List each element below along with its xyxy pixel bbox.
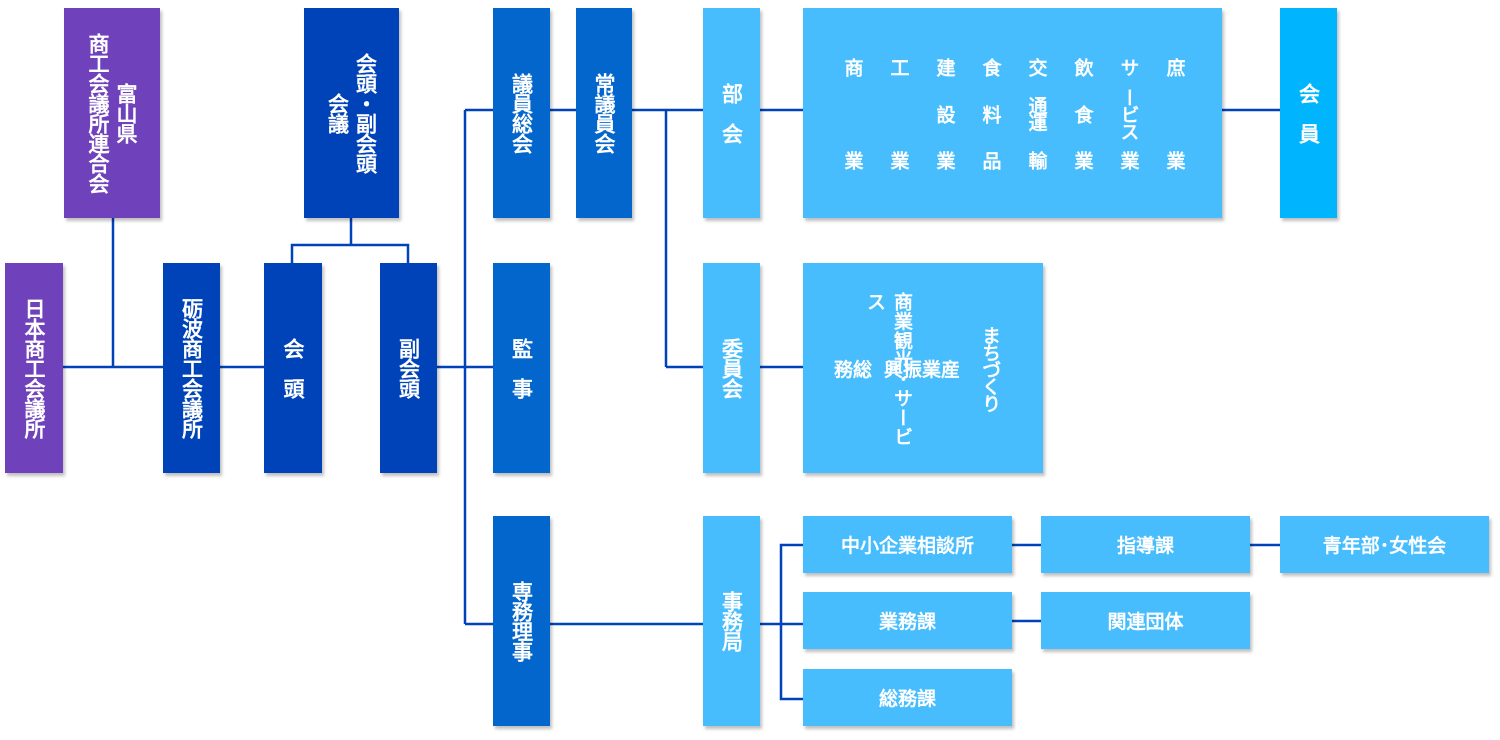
- bukai-item: 商業: [841, 58, 863, 168]
- node-gyomu-label: 業務課: [878, 611, 936, 633]
- bukai-item: サービス業: [1117, 58, 1139, 168]
- bukai-item-part: 業: [1163, 151, 1186, 168]
- bukai-item-part: サ: [1117, 58, 1140, 75]
- bukai-item: 交通運輸: [1025, 58, 1047, 168]
- node-iinkai-label: 委員会: [719, 338, 744, 398]
- node-shido-label: 指導課: [1116, 535, 1174, 557]
- bukai-item: 庶業: [1163, 58, 1185, 168]
- iinkai-item: 総務: [834, 292, 872, 444]
- node-kaito-label: 会 頭: [281, 338, 306, 398]
- bukai-item-part: 業: [841, 151, 864, 168]
- bukai-item-part: 輸: [1025, 151, 1048, 168]
- node-somu: 総務課: [803, 669, 1012, 726]
- node-shido: 指導課: [1041, 516, 1250, 573]
- node-fukukaito-label: 副会頭: [396, 338, 421, 398]
- bukai-item-part: 料: [979, 104, 1002, 122]
- node-bukai: 部 会: [703, 8, 760, 218]
- iinkai-item-char: 業: [921, 358, 941, 381]
- node-kaiin: 会 員: [1280, 8, 1337, 218]
- node-jimukyoku-label: 事務局: [719, 591, 744, 651]
- bukai-item-part: 食: [979, 58, 1002, 75]
- node-senmu-label: 専務理事: [509, 581, 534, 661]
- node-giin-sokai: 議員総会: [493, 8, 550, 218]
- node-chusho-label: 中小企業相談所: [840, 535, 974, 557]
- node-nissho-label: 日本商工会議所: [22, 298, 47, 438]
- bukai-item-part: 飲: [1071, 58, 1094, 75]
- node-iinkai: 委員会: [703, 263, 760, 473]
- node-joggi: 常議員会: [576, 8, 632, 218]
- node-kaito-kaigi: 会頭・副会頭 会議: [304, 8, 399, 218]
- node-seinen: 青年部･女性会: [1280, 516, 1489, 573]
- node-nissho: 日本商工会議所: [5, 263, 63, 473]
- bukai-item: 飲食業: [1071, 58, 1093, 168]
- bukai-item-part: 設: [933, 104, 956, 122]
- node-tonami: 砺波商工会議所: [163, 263, 220, 473]
- bukai-item: 工業: [887, 58, 909, 168]
- iinkai-item-char: 興: [883, 358, 903, 381]
- bukai-item-part: 品: [979, 151, 1002, 168]
- bukai-item-part: 業: [887, 151, 910, 168]
- bukai-item-part: 庶: [1163, 58, 1186, 75]
- node-kaiin-label: 会 員: [1296, 83, 1321, 143]
- node-toyama-rengo-line1: 富山県: [114, 83, 139, 143]
- bukai-item-part: 工: [887, 58, 910, 75]
- iinkai-item-char: 総: [852, 358, 872, 381]
- bukai-item-part: 交: [1025, 58, 1048, 75]
- node-tonami-label: 砺波商工会議所: [179, 298, 204, 438]
- node-toyama-rengo: 富山県 商工会議所連合会: [64, 8, 160, 218]
- bukai-item-part: 業: [933, 151, 956, 168]
- node-fukukaito: 副会頭: [380, 263, 437, 473]
- bukai-item-part: 業: [1071, 151, 1094, 168]
- bukai-list: 商業工業建設業食料品交通運輸飲食業サービス業庶業: [803, 8, 1222, 218]
- bukai-item-part: 業: [1117, 151, 1140, 168]
- iinkai-item-text: 商業観光･サービス: [864, 292, 913, 444]
- iinkai-item: まちづくり: [974, 292, 1004, 444]
- node-kaito: 会 頭: [264, 263, 322, 473]
- node-seinen-label: 青年部･女性会: [1322, 535, 1447, 557]
- bukai-item-part: 建: [933, 58, 956, 75]
- node-bukai-label: 部 会: [719, 83, 744, 143]
- node-kansa: 監 事: [493, 263, 550, 473]
- iinkai-item: 商業観光･サービス: [864, 292, 916, 444]
- iinkai-item: 産業振興: [884, 292, 960, 444]
- node-gyomu: 業務課: [803, 592, 1012, 649]
- node-joggi-label: 常議員会: [592, 73, 617, 153]
- bukai-item: 食料品: [979, 58, 1001, 168]
- iinkai-list: 総務商業観光･サービス産業振興まちづくり: [803, 263, 1043, 473]
- node-senmu: 専務理事: [493, 516, 550, 726]
- bukai-item-part: ービス: [1117, 87, 1140, 139]
- node-kaito-kaigi-line1: 会頭・副会頭: [353, 53, 378, 173]
- node-giin-sokai-label: 議員総会: [509, 73, 534, 153]
- iinkai-item-char: 振: [902, 358, 922, 381]
- bukai-item: 建設業: [933, 58, 955, 168]
- iinkai-item-char: 務: [833, 358, 853, 381]
- node-toyama-rengo-line2: 商工会議所連合会: [86, 33, 110, 193]
- node-kanren-label: 関連団体: [1107, 611, 1184, 633]
- bukai-item-part: 商: [841, 58, 864, 75]
- node-kanren: 関連団体: [1041, 592, 1250, 649]
- node-jimukyoku: 事務局: [703, 516, 760, 726]
- bukai-item-part: 通運: [1025, 96, 1048, 130]
- node-somu-label: 総務課: [878, 688, 936, 710]
- node-kansa-label: 監 事: [509, 338, 534, 398]
- iinkai-item-text: まちづくり: [979, 325, 1001, 411]
- node-chusho: 中小企業相談所: [803, 516, 1012, 573]
- bukai-item-part: 食: [1071, 104, 1094, 122]
- node-kaito-kaigi-line2: 会議: [325, 93, 350, 133]
- iinkai-item-char: 産: [940, 358, 960, 381]
